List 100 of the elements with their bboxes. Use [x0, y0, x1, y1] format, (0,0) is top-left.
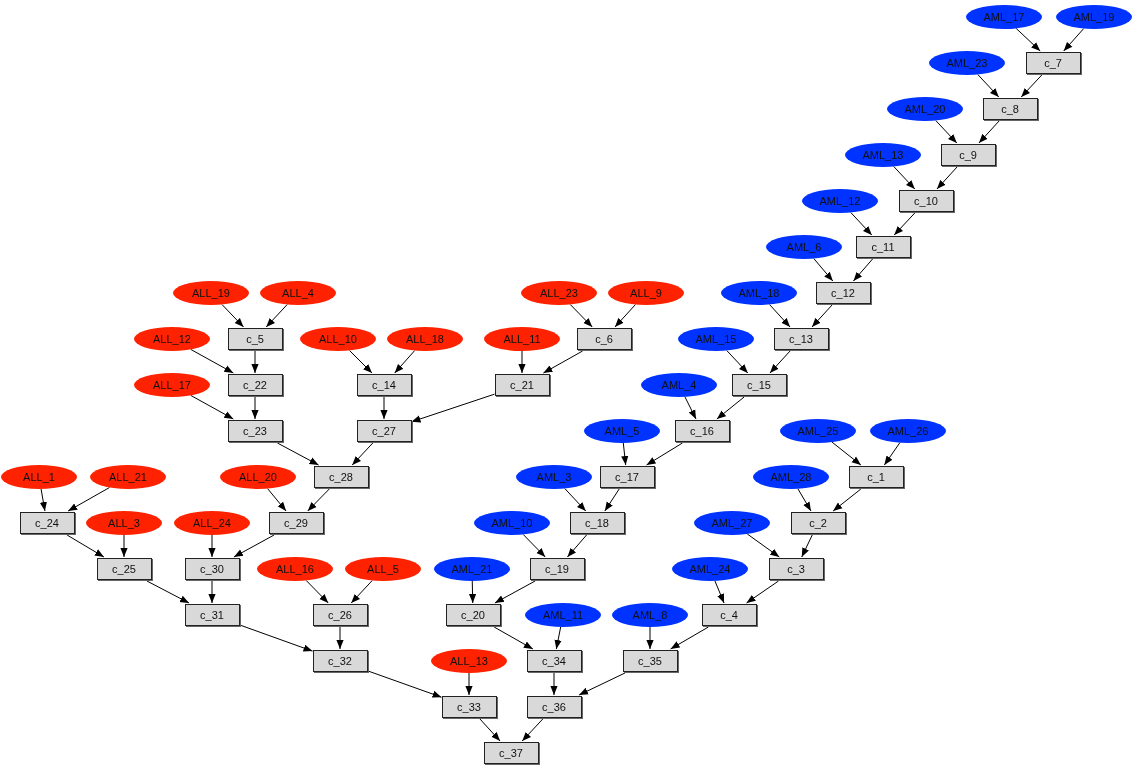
- arrow: [646, 442, 683, 466]
- cluster-box: c_37: [483, 742, 539, 764]
- arrow: [493, 626, 534, 650]
- arrow: [746, 533, 780, 558]
- sample-ellipse: ALL_18: [387, 327, 463, 351]
- arrow: [350, 580, 373, 604]
- sample-ellipse: AML_11: [525, 603, 601, 627]
- arrow: [978, 120, 1000, 144]
- sample-ellipse: AML_5: [584, 419, 660, 443]
- cluster-box: c_33: [441, 696, 497, 718]
- sample-ellipse: AML_13: [845, 143, 921, 167]
- arrow: [566, 534, 588, 558]
- arrow: [977, 74, 1000, 98]
- cluster-box: c_25: [96, 558, 152, 580]
- sample-ellipse: AML_26: [870, 419, 946, 443]
- sample-ellipse: AML_27: [694, 511, 770, 535]
- cluster-box: c_24: [19, 512, 75, 534]
- arrow: [336, 626, 344, 650]
- arrow: [67, 487, 111, 512]
- arrow: [746, 580, 779, 604]
- cluster-box: c_22: [227, 374, 283, 396]
- cluster-box: c_10: [898, 190, 954, 212]
- arrow: [646, 626, 654, 650]
- arrow: [578, 672, 626, 696]
- cluster-box: c_11: [855, 236, 911, 258]
- arrow: [832, 488, 862, 512]
- arrow: [935, 120, 958, 144]
- arrow: [1015, 27, 1041, 52]
- arrow: [726, 350, 749, 374]
- sample-ellipse: AML_17: [966, 5, 1042, 29]
- arrow: [670, 626, 709, 650]
- arrow: [267, 488, 287, 512]
- sample-ellipse: ALL_16: [257, 557, 333, 581]
- cluster-box: c_14: [356, 374, 412, 396]
- sample-ellipse: ALL_4: [260, 281, 336, 305]
- sample-ellipse: ALL_13: [431, 649, 507, 673]
- arrow: [233, 534, 275, 558]
- arrow: [305, 579, 329, 604]
- sample-ellipse: ALL_10: [300, 327, 376, 351]
- arrow: [348, 349, 373, 374]
- arrow: [554, 626, 562, 650]
- arrow: [797, 488, 812, 512]
- arrow: [380, 396, 388, 420]
- arrow: [239, 624, 313, 652]
- sample-ellipse: AML_24: [672, 557, 748, 581]
- sample-ellipse: ALL_11: [484, 327, 560, 351]
- arrow: [811, 304, 833, 328]
- cluster-box: c_2: [790, 512, 846, 534]
- cluster-box: c_23: [227, 420, 283, 442]
- arrow: [1020, 74, 1043, 98]
- arrow: [716, 396, 745, 420]
- sample-ellipse: ALL_12: [134, 327, 210, 351]
- cluster-box: c_34: [526, 650, 582, 672]
- arrow: [831, 441, 862, 466]
- sample-ellipse: AML_28: [753, 465, 829, 489]
- arrow: [146, 580, 190, 604]
- cluster-box: c_4: [701, 604, 757, 626]
- arrow: [801, 534, 813, 558]
- cluster-box: c_19: [529, 558, 585, 580]
- arrow: [769, 350, 791, 374]
- sample-ellipse: AML_21: [434, 557, 510, 581]
- arrow: [39, 488, 47, 512]
- arrow: [494, 580, 536, 604]
- cluster-box: c_1: [848, 466, 904, 488]
- cluster-box: c_26: [312, 604, 368, 626]
- cluster-box: c_15: [731, 374, 787, 396]
- arrow: [351, 442, 374, 466]
- cluster-box: c_29: [268, 512, 324, 534]
- arrow: [1063, 28, 1085, 52]
- arrow: [307, 488, 330, 512]
- arrow: [251, 396, 259, 420]
- arrow: [479, 718, 501, 742]
- arrow: [521, 718, 544, 742]
- arrow: [251, 350, 259, 374]
- arrow: [518, 350, 526, 374]
- cluster-box: c_27: [356, 420, 412, 442]
- sample-ellipse: AML_4: [641, 373, 717, 397]
- arrow: [542, 350, 584, 374]
- cluster-box: c_32: [312, 650, 368, 672]
- arrow: [564, 488, 587, 512]
- sample-ellipse: AML_8: [612, 603, 688, 627]
- cluster-box: c_13: [773, 328, 829, 350]
- sample-ellipse: ALL_20: [220, 465, 296, 489]
- cluster-box: c_21: [494, 374, 550, 396]
- arrow: [276, 442, 320, 466]
- sample-ellipse: ALL_17: [134, 373, 210, 397]
- cluster-box: c_16: [674, 420, 730, 442]
- arrow: [893, 166, 916, 190]
- cluster-box: c_7: [1025, 52, 1081, 74]
- cluster-box: c_6: [576, 328, 632, 350]
- arrow: [936, 166, 958, 190]
- cluster-box: c_28: [313, 466, 369, 488]
- arrow: [813, 258, 834, 282]
- arrow: [604, 488, 620, 512]
- sample-ellipse: AML_6: [766, 235, 842, 259]
- arrow: [265, 304, 288, 328]
- cluster-box: c_18: [569, 512, 625, 534]
- sample-ellipse: AML_10: [474, 511, 550, 535]
- arrow: [769, 304, 791, 328]
- cluster-box: c_8: [982, 98, 1038, 120]
